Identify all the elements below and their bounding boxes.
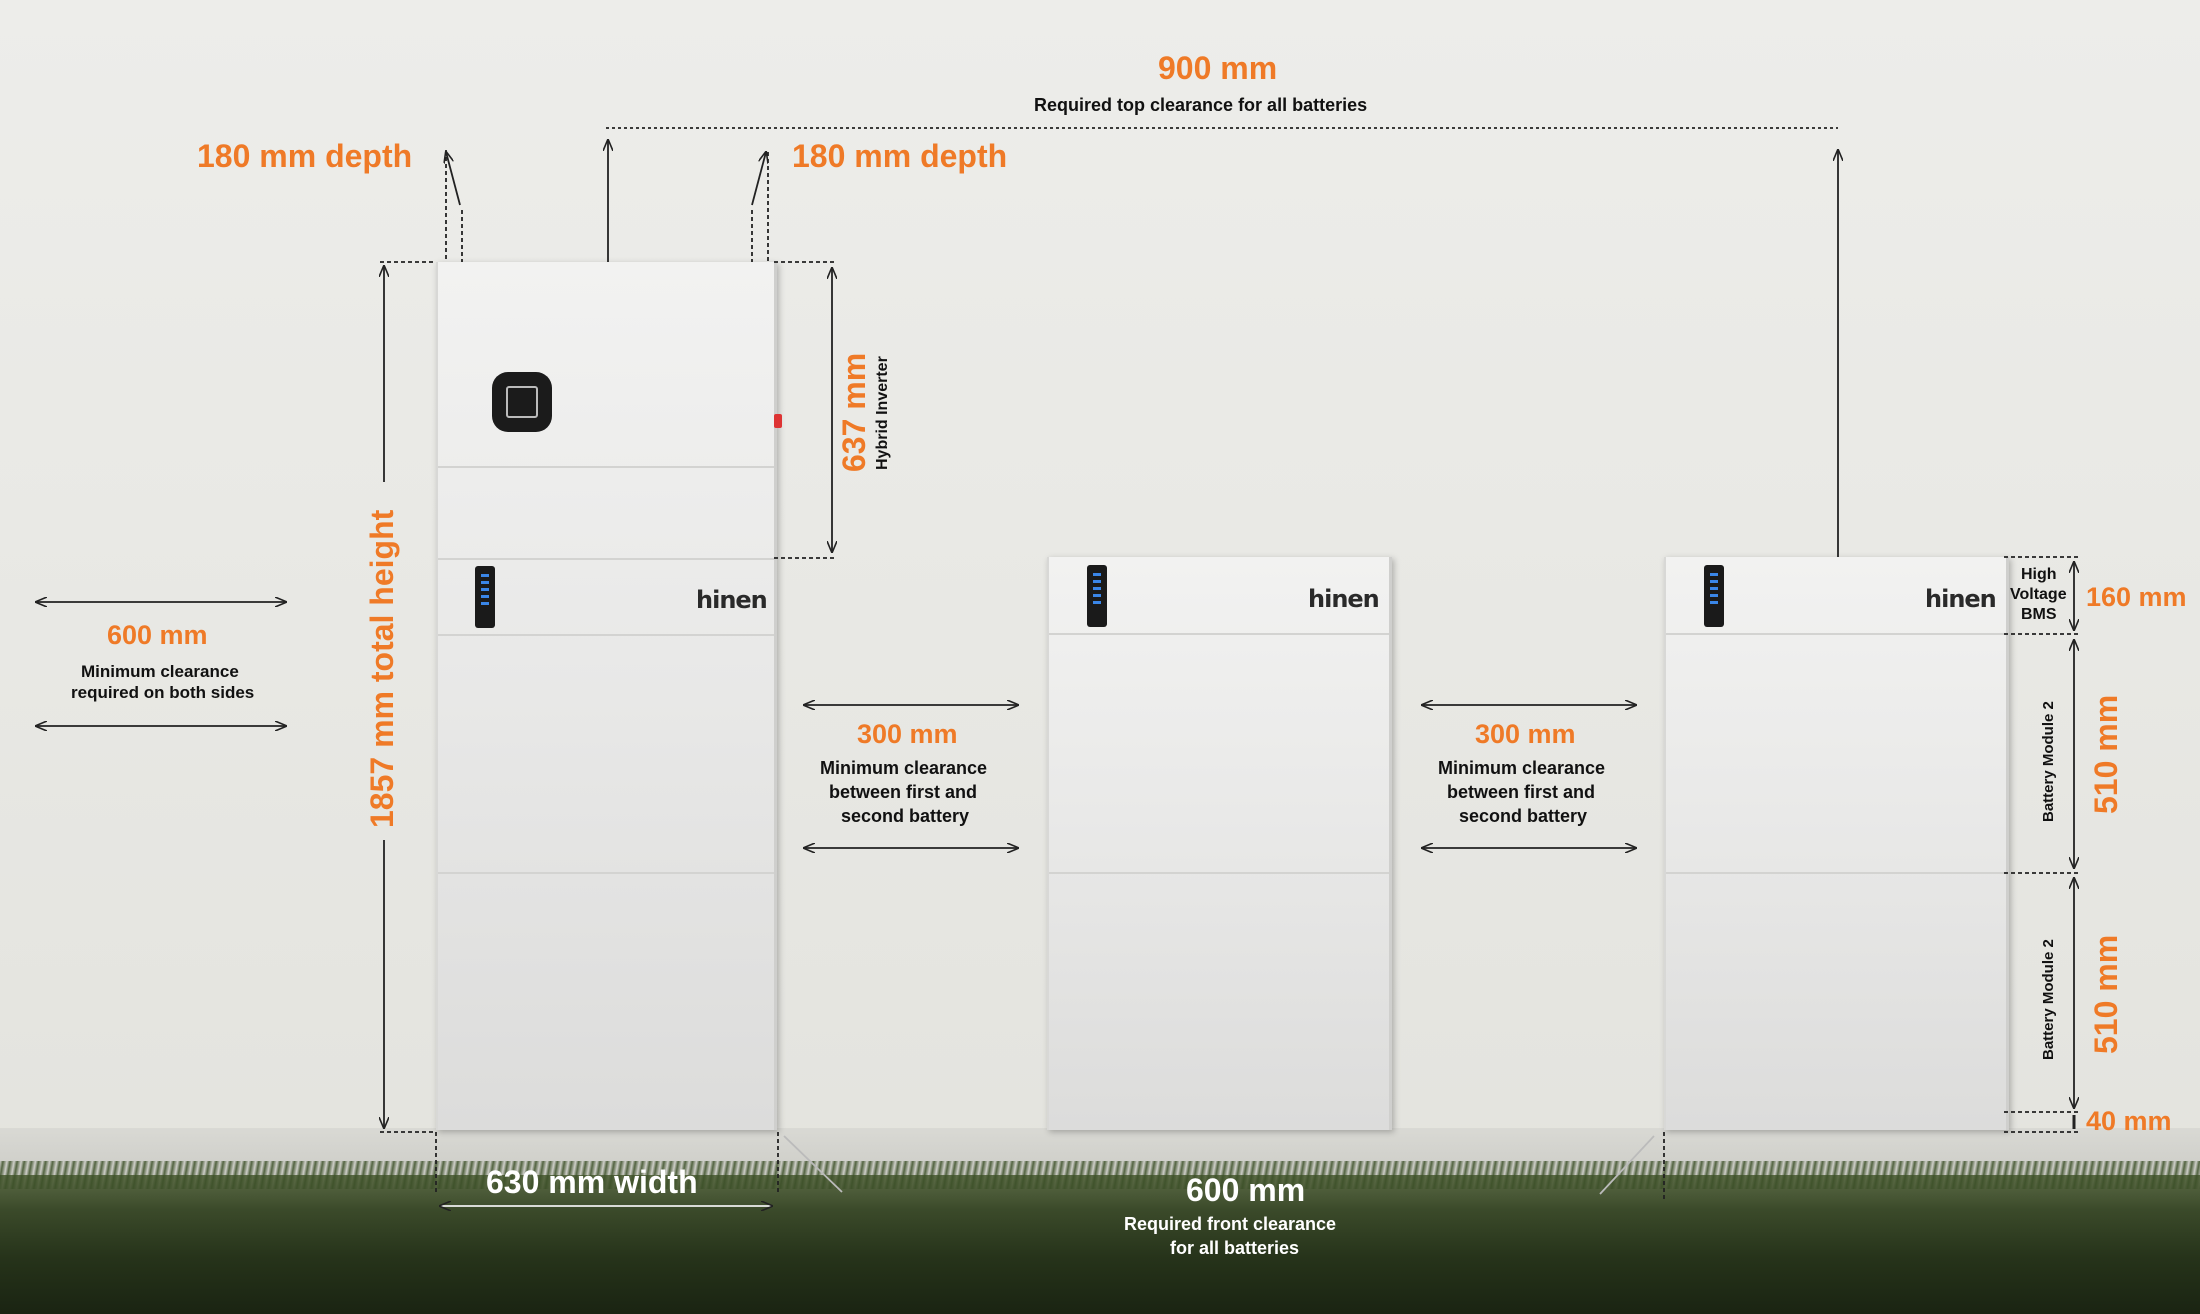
side-clearance-value: 600 mm [107,620,208,650]
inverter-height-value: 637 mm [836,352,872,472]
battery-led-indicator [1704,565,1724,627]
battery-led-indicator [1087,565,1107,627]
gap1-caption-2: between first and [829,782,978,802]
module-a-caption: Battery Module 2 [2040,701,2057,822]
battery-stack-3: hinen [1664,557,2009,1130]
gap2-caption-3: second battery [1459,806,1588,826]
total-height-label: 1857 mm total height [364,509,400,828]
gap2-value: 300 mm [1475,719,1576,749]
gap2-caption-2: between first and [1447,782,1596,802]
battery-led-indicator [475,566,495,628]
inverter-switch-icon [774,414,782,428]
brand-logo: hinen [1308,585,1380,613]
inverter-caption: Hybrid Inverter [874,356,891,470]
inverter-battery-stack: hinen [436,262,777,1130]
module-b-value: 510 mm [2088,934,2124,1054]
depth-left-label: 180 mm depth [197,138,413,174]
bms-label-2: Voltage [2010,586,2067,603]
module-a-value: 510 mm [2088,694,2124,814]
side-clearance-caption-2: required on both sides [71,683,255,702]
gap1-caption-3: second battery [841,806,970,826]
bms-label-3: BMS [2021,606,2057,623]
grass [0,1161,2200,1314]
front-clearance-caption-2: for all batteries [1170,1238,1300,1258]
depth-arrow-left [446,152,461,206]
brand-logo: hinen [1925,585,1997,613]
bms-value: 160 mm [2086,582,2187,612]
front-clearance-caption-1: Required front clearance [1124,1214,1337,1234]
battery-stack-2: hinen [1047,557,1392,1130]
depth-arrow-right [751,152,766,206]
brand-logo: hinen [696,586,768,614]
module-b-caption: Battery Module 2 [2040,939,2057,1060]
inverter-display-icon [492,372,552,432]
top-clearance-caption: Required top clearance for all batteries [1034,95,1368,115]
width-label: 630 mm width [486,1164,698,1200]
gap1-value: 300 mm [857,719,958,749]
gap1-caption-1: Minimum clearance [820,758,988,778]
depth-right-label: 180 mm depth [792,138,1008,174]
side-clearance-caption-1: Minimum clearance [81,662,239,681]
base-value: 40 mm [2086,1106,2172,1136]
top-clearance-value: 900 mm [1158,50,1278,86]
bms-label-1: High [2021,566,2057,583]
front-clearance-value: 600 mm [1186,1172,1306,1208]
gap2-caption-1: Minimum clearance [1438,758,1606,778]
